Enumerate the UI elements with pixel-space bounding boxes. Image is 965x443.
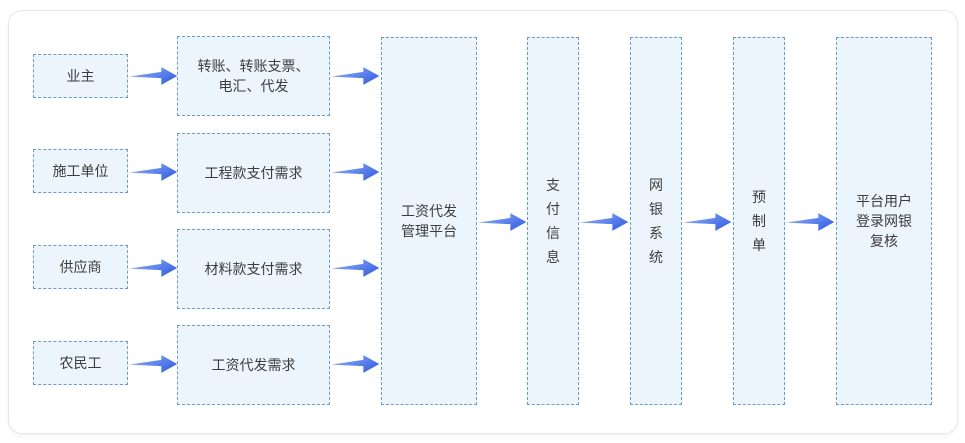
node-premade-order: 预 制 单 (733, 37, 785, 405)
node-ebank-system: 网 银 系 统 (630, 37, 682, 405)
arrow-construction-to-request-icon (129, 163, 178, 181)
node-payroll-platform: 工资代发 管理平台 (381, 37, 477, 405)
arrow-request2-to-platform-icon (331, 163, 380, 181)
node-payroll-demand: 工资代发需求 (177, 325, 330, 405)
node-material-payment-demand: 材料款支付需求 (177, 229, 330, 309)
node-project-payment-demand: 工程款支付需求 (177, 133, 330, 213)
arrow-request4-to-platform-icon (331, 355, 380, 373)
arrow-ebank-to-premade-order-icon (683, 213, 732, 231)
arrow-supplier-to-request-icon (129, 259, 178, 277)
node-migrant-worker: 农民工 (33, 341, 128, 385)
arrow-worker-to-request-icon (129, 355, 178, 373)
arrow-owner-to-request-icon (129, 67, 178, 85)
arrow-premade-order-to-review-icon (786, 213, 835, 231)
arrow-platform-to-payment-info-icon (478, 213, 527, 231)
node-payment-info: 支 付 信 息 (527, 37, 579, 405)
arrow-payment-info-to-ebank-icon (580, 213, 629, 231)
arrow-request3-to-platform-icon (331, 259, 380, 277)
arrow-request1-to-platform-icon (331, 67, 380, 85)
node-construction-unit: 施工单位 (33, 149, 128, 193)
node-supplier: 供应商 (33, 245, 128, 289)
node-transfer-methods: 转账、转账支票、 电汇、代发 (177, 36, 330, 116)
node-review: 平台用户 登录网银 复核 (836, 37, 932, 405)
node-owner: 业主 (33, 54, 128, 98)
